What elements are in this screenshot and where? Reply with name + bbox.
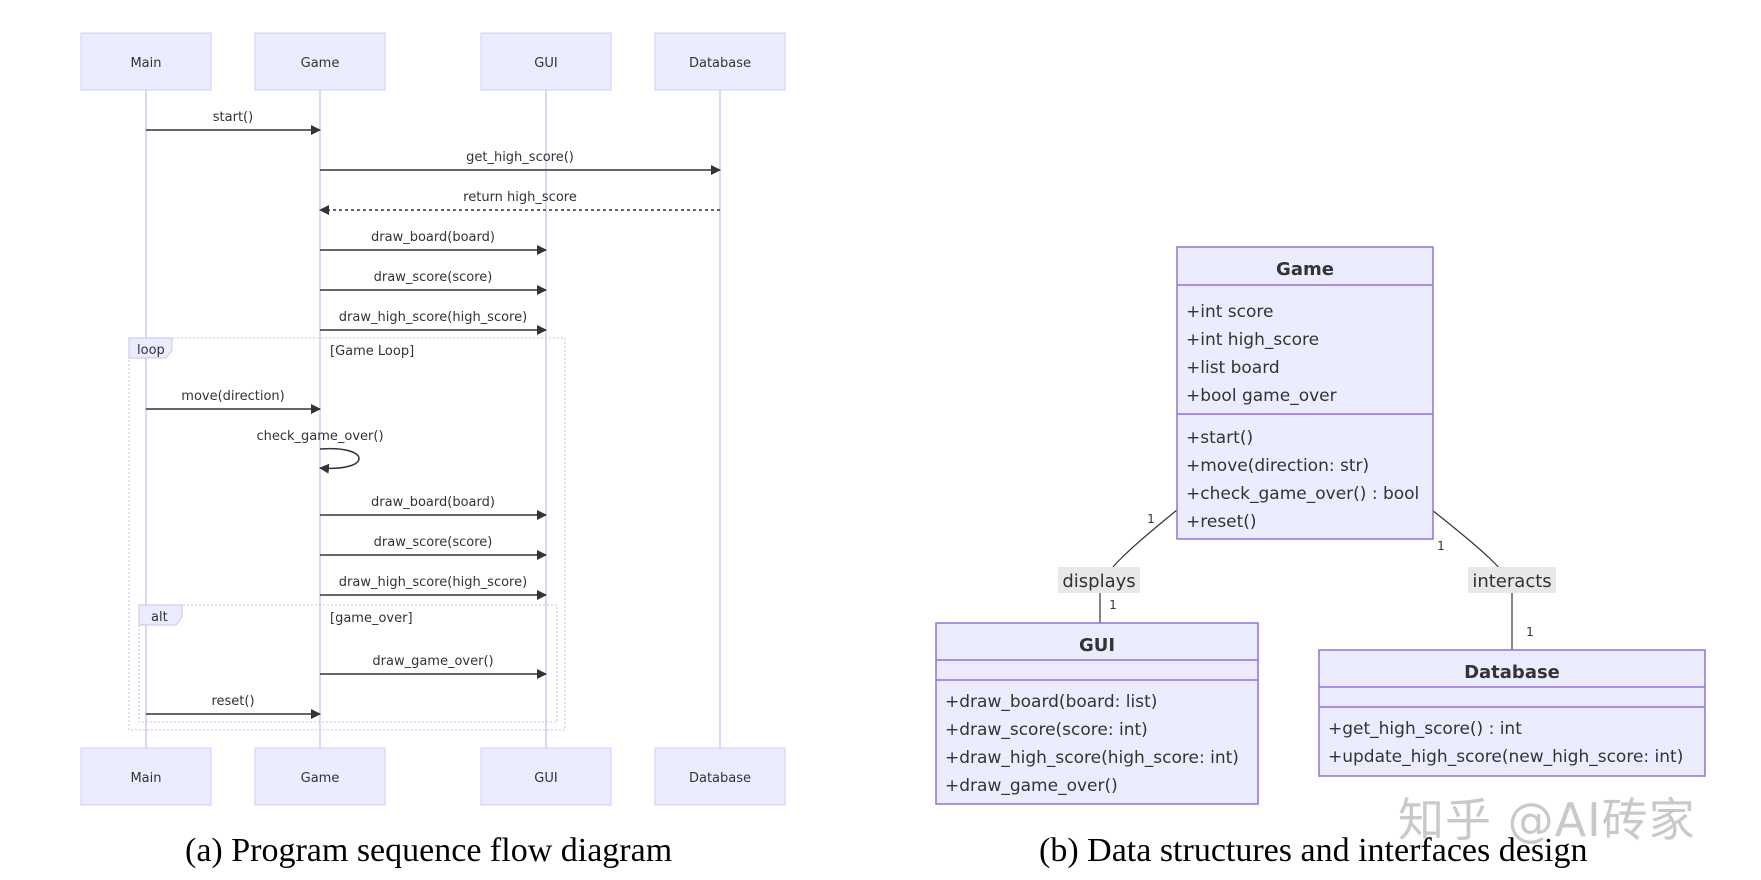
sequence-diagram: Main Game GUI Database Main Game GUI <box>80 32 786 806</box>
participant-label: Database <box>689 771 751 786</box>
message-label: draw_game_over() <box>372 654 493 669</box>
class-attribute: +list board <box>1186 358 1280 378</box>
message-reset: reset() <box>146 694 321 719</box>
message-return-high-score: return high_score <box>319 190 720 215</box>
message-label: get_high_score() <box>466 150 574 165</box>
message-label: draw_board(board) <box>371 230 495 245</box>
message-get-high-score: get_high_score() <box>320 150 721 175</box>
class-method: +draw_board(board: list) <box>945 692 1157 712</box>
message-label: draw_high_score(high_score) <box>339 310 527 325</box>
watermark: 知乎 @AI砖家 <box>1398 793 1696 847</box>
class-method: +draw_high_score(high_score: int) <box>945 748 1239 768</box>
class-method: +update_high_score(new_high_score: int) <box>1328 747 1683 767</box>
class-database: Database +get_high_score() : int +update… <box>1318 649 1706 777</box>
participant-label: GUI <box>534 56 557 71</box>
message-draw-board: draw_board(board) <box>320 230 547 255</box>
participant-label: Database <box>689 56 751 71</box>
loop-condition: [Game Loop] <box>330 344 414 359</box>
class-attribute: +bool game_over <box>1186 386 1337 406</box>
message-label: move(direction) <box>181 389 284 404</box>
class-method: +reset() <box>1186 512 1257 532</box>
message-start: start() <box>146 110 321 135</box>
class-diagram: displays 1 1 interacts 1 1 Game +int sco… <box>935 246 1706 805</box>
relation-interacts: interacts 1 1 <box>1431 509 1556 650</box>
message-label: check_game_over() <box>256 429 383 444</box>
relation-label: displays <box>1062 571 1135 592</box>
class-gui: GUI +draw_board(board: list) +draw_score… <box>935 622 1259 805</box>
message-draw-game-over: draw_game_over() <box>320 654 547 679</box>
participant-label: GUI <box>534 771 557 786</box>
message-draw-score-loop: draw_score(score) <box>320 535 547 560</box>
multiplicity-label: 1 <box>1147 512 1155 526</box>
message-draw-score: draw_score(score) <box>320 270 547 295</box>
class-method: +get_high_score() : int <box>1328 719 1522 739</box>
relation-label: interacts <box>1472 571 1551 592</box>
participant-main-top: Main <box>80 32 212 91</box>
alt-condition: [game_over] <box>330 611 413 626</box>
participant-database-bottom: Database <box>654 747 786 806</box>
participant-gui-bottom: GUI <box>480 747 612 806</box>
participant-label: Game <box>301 771 340 786</box>
message-label: return high_score <box>463 190 577 205</box>
participant-main-bottom: Main <box>80 747 212 806</box>
class-attribute: +int score <box>1186 302 1274 322</box>
message-label: reset() <box>211 694 254 709</box>
class-method: +draw_score(score: int) <box>945 720 1148 740</box>
participant-game-bottom: Game <box>254 747 386 806</box>
message-label: start() <box>213 110 253 125</box>
multiplicity-label: 1 <box>1526 625 1534 639</box>
class-name: Game <box>1276 259 1334 280</box>
class-game: Game +int score +int high_score +list bo… <box>1176 246 1434 540</box>
participant-label: Game <box>301 56 340 71</box>
message-check-game-over: check_game_over() <box>256 429 384 474</box>
class-attribute: +int high_score <box>1186 330 1319 350</box>
message-draw-high-score-loop: draw_high_score(high_score) <box>320 575 547 600</box>
class-method: +draw_game_over() <box>945 776 1118 796</box>
message-draw-board-loop: draw_board(board) <box>320 495 547 520</box>
caption-right: (b) Data structures and interfaces desig… <box>1039 832 1588 869</box>
class-method: +move(direction: str) <box>1186 456 1369 476</box>
multiplicity-label: 1 <box>1109 598 1117 612</box>
message-label: draw_board(board) <box>371 495 495 510</box>
class-name: GUI <box>1079 635 1115 656</box>
participant-gui-top: GUI <box>480 32 612 91</box>
message-label: draw_score(score) <box>374 535 493 550</box>
alt-tag: alt <box>151 610 168 625</box>
participant-label: Main <box>130 771 161 786</box>
message-label: draw_score(score) <box>374 270 493 285</box>
class-name: Database <box>1464 662 1560 683</box>
class-method: +start() <box>1186 428 1253 448</box>
participant-database-top: Database <box>654 32 786 91</box>
multiplicity-label: 1 <box>1437 539 1445 553</box>
alt-frame: alt [game_over] <box>138 604 558 723</box>
message-label: draw_high_score(high_score) <box>339 575 527 590</box>
caption-left: (a) Program sequence flow diagram <box>185 832 673 869</box>
participant-label: Main <box>130 56 161 71</box>
class-method: +check_game_over() : bool <box>1186 484 1419 504</box>
loop-frame: loop [Game Loop] <box>128 337 566 731</box>
message-draw-high-score: draw_high_score(high_score) <box>320 310 547 335</box>
relation-displays: displays 1 1 <box>1058 509 1178 623</box>
loop-tag: loop <box>137 343 165 358</box>
message-move-direction: move(direction) <box>146 389 321 414</box>
participant-game-top: Game <box>254 32 386 91</box>
